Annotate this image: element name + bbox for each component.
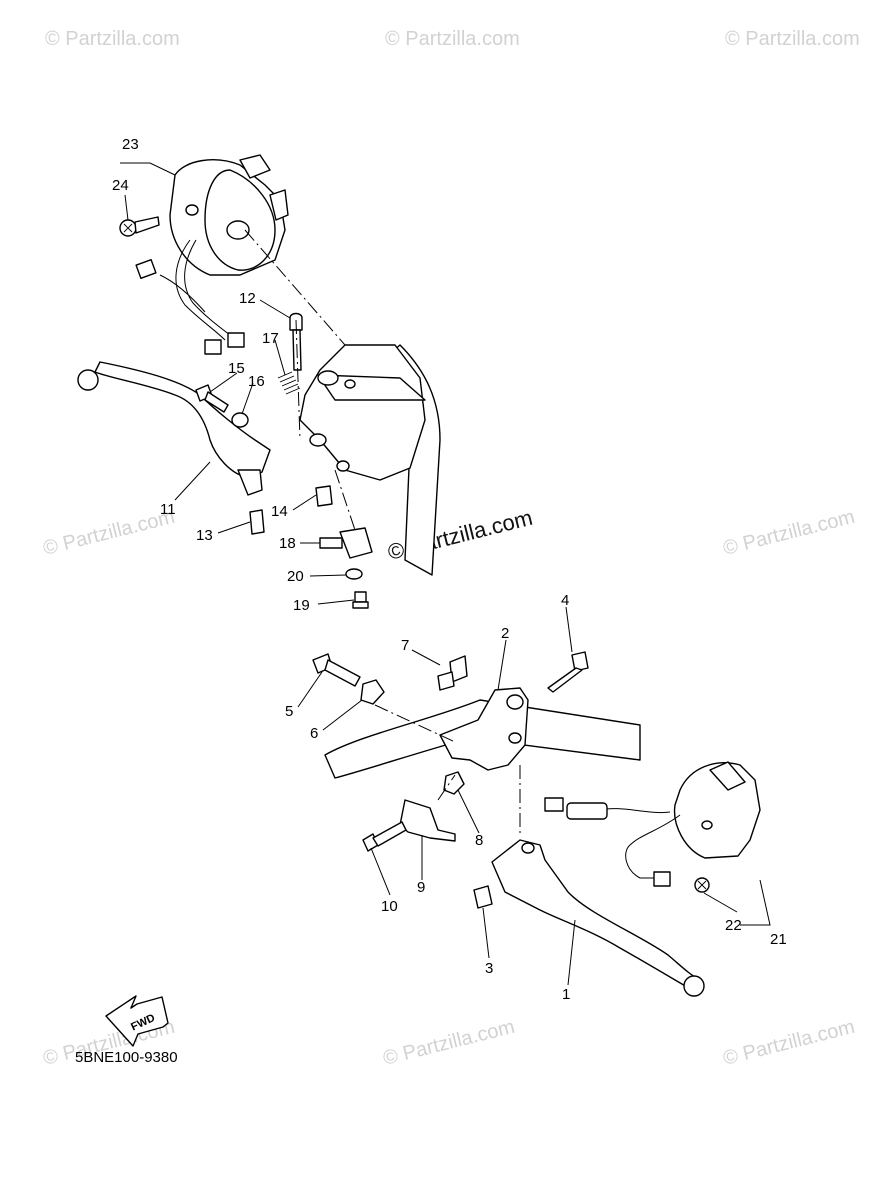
callout-9: 9 (417, 879, 425, 896)
brake-switch-plunger (319, 537, 343, 549)
switch-housing-right (673, 762, 761, 859)
master-cylinder (299, 344, 426, 481)
switch-button (239, 154, 271, 179)
callout-14: 14 (271, 503, 288, 520)
switch-button (269, 189, 289, 221)
callout-17: 17 (262, 330, 279, 347)
callout-2: 2 (501, 625, 509, 642)
connector (653, 871, 671, 887)
bolt-4-shank (547, 667, 583, 693)
bolt-4-head (571, 651, 589, 672)
collar-13 (249, 509, 265, 535)
collar-3 (473, 885, 493, 909)
cap-screw (344, 379, 356, 389)
callout-3: 3 (485, 960, 493, 977)
screw-hole (701, 820, 713, 830)
watermark-text: © Partzilla.com (725, 28, 860, 50)
wire-harness (184, 239, 231, 336)
callout-7: 7 (401, 637, 409, 654)
callout-15: 15 (228, 360, 245, 377)
wire-harness (159, 274, 206, 313)
nut-16 (231, 412, 249, 428)
watermark-text: © Partzilla.com (721, 1016, 857, 1070)
switch-bore (226, 220, 250, 240)
screw-22-cross (697, 880, 707, 890)
screw-24-cross (123, 223, 133, 233)
lower-assembly (312, 651, 761, 997)
diagram-code: 5BNE100-9380 (75, 1049, 178, 1066)
pivot-hole (336, 460, 350, 472)
center-line (374, 704, 456, 743)
connector (135, 258, 157, 280)
watermark-text: © Partzilla.com (385, 28, 520, 50)
callout-5: 5 (285, 703, 293, 720)
callout-23: 23 (122, 136, 139, 153)
screw-19-head (352, 601, 369, 609)
screw-10-shank (372, 821, 407, 847)
screw-19 (354, 591, 367, 603)
watermark-text: © Partzilla.com (45, 28, 180, 50)
holder-bore (508, 732, 522, 744)
master-cylinder-cap (317, 374, 426, 401)
callout-18: 18 (279, 535, 296, 552)
callout-6: 6 (310, 725, 318, 742)
callouts: 23 24 12 17 15 16 11 13 14 18 20 19 4 2 … (112, 136, 787, 1003)
lever-holder-2 (439, 687, 529, 771)
bolt-15-shank (204, 391, 229, 413)
wire-harness (625, 814, 681, 879)
collar-14 (315, 485, 333, 507)
callout-8: 8 (475, 832, 483, 849)
watermark-text: © Partzilla.com (721, 506, 857, 560)
connector (544, 797, 564, 812)
lever-pivot (237, 469, 263, 496)
callout-16: 16 (248, 373, 265, 390)
watermarks: © Partzilla.com © Partzilla.com © Partzi… (41, 28, 860, 1070)
fwd-arrow: FWD (105, 995, 169, 1047)
bolt-5-shank (324, 659, 361, 687)
brake-switch-18 (339, 527, 373, 559)
washer-20 (345, 568, 363, 580)
connector (204, 339, 222, 355)
callout-24: 24 (112, 177, 129, 194)
screw-hole (185, 204, 199, 216)
callout-20: 20 (287, 568, 304, 585)
center-line (437, 774, 456, 801)
callout-1: 1 (562, 986, 570, 1003)
nut-6 (360, 679, 385, 705)
leader-lines (120, 162, 771, 986)
center-line (334, 469, 356, 531)
callout-22: 22 (725, 917, 742, 934)
switch-button (709, 761, 746, 791)
reservoir-cap (317, 370, 339, 386)
center-line (295, 319, 301, 441)
bracket-9 (399, 799, 456, 842)
callout-10: 10 (381, 898, 398, 915)
center-line (244, 229, 346, 346)
callout-12: 12 (239, 290, 256, 307)
nut-8 (443, 771, 465, 795)
watermark-text: © Partzilla.com (41, 506, 177, 560)
upper-assembly (77, 154, 441, 609)
callout-19: 19 (293, 597, 310, 614)
screw-24-shank (134, 216, 160, 234)
clutch-lever-1 (491, 839, 701, 991)
connector-sleeve (566, 802, 608, 820)
connector (227, 332, 245, 348)
wire-harness (175, 239, 226, 341)
lever-ball-end (77, 369, 99, 391)
lever-ball-end (683, 975, 705, 997)
callout-4: 4 (561, 592, 569, 609)
spring-17 (277, 371, 301, 395)
holder-bore (506, 694, 524, 710)
watermark-text: © Partzilla.com (381, 1016, 517, 1070)
lever-pivot-hole (521, 842, 535, 854)
callout-13: 13 (196, 527, 213, 544)
wire-harness (599, 808, 671, 814)
bolt-7-shank (437, 671, 455, 691)
callout-11: 11 (160, 501, 176, 518)
pivot-boss (309, 433, 327, 447)
callout-21: 21 (770, 931, 787, 948)
